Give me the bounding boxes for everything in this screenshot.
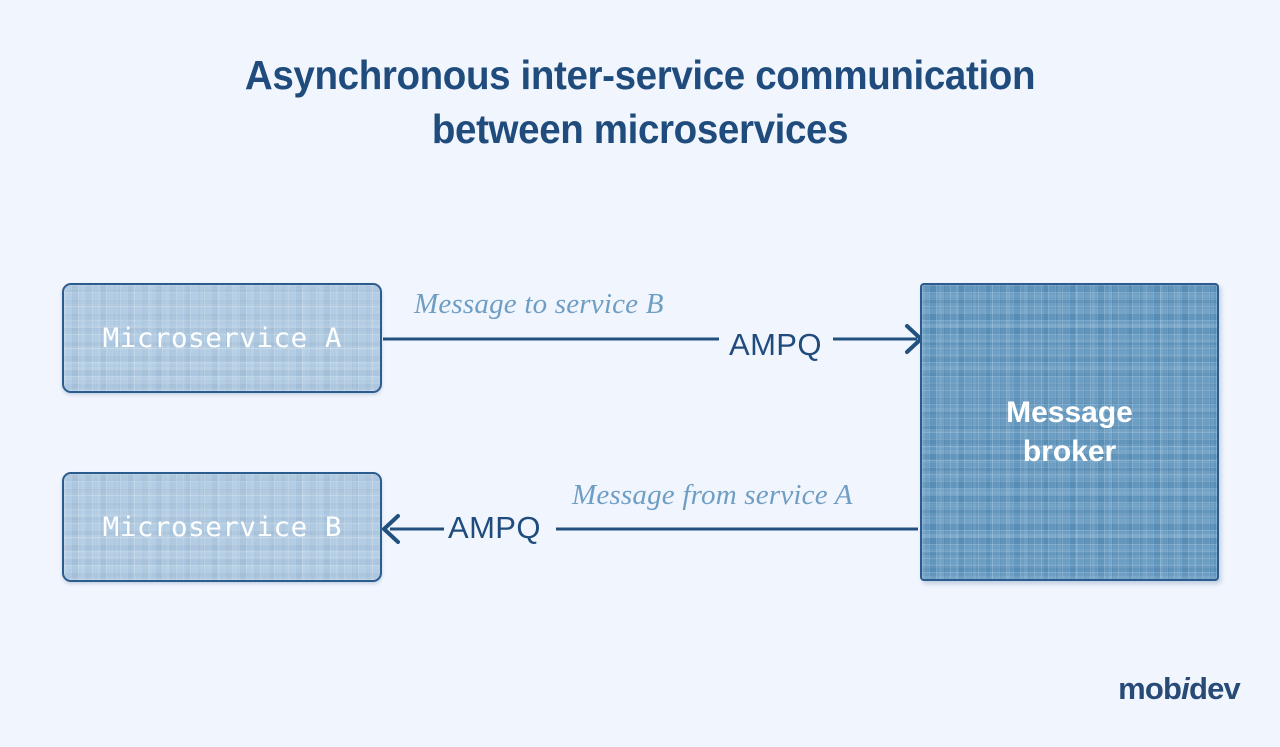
logo-italic-i: i [1181,671,1190,706]
arrowhead-right-icon [905,324,924,354]
edge-label-message-to-service-b: Message to service B [414,288,664,320]
logo-part-2: dev [1188,671,1241,706]
edge-label-protocol-top: AMPQ [729,327,822,362]
edge-label-protocol-bottom: AMPQ [448,510,541,545]
node-microservice-a-label: Microservice A [102,322,342,354]
edge-a-to-broker [383,324,924,354]
node-microservice-a[interactable]: Microservice A [62,283,382,393]
node-microservice-b[interactable]: Microservice B [62,472,382,582]
arrowhead-left-icon [381,514,400,544]
page-title: Asynchronous inter-service communication… [244,52,1036,152]
mobidev-logo: mobidev [1118,671,1241,707]
edge-label-message-from-service-a: Message from service A [572,479,853,511]
logo-part-1: mob [1118,671,1182,706]
node-microservice-b-label: Microservice B [102,511,342,543]
node-message-broker-label: Message broker [1006,396,1133,468]
node-message-broker[interactable]: Message broker [920,283,1219,581]
